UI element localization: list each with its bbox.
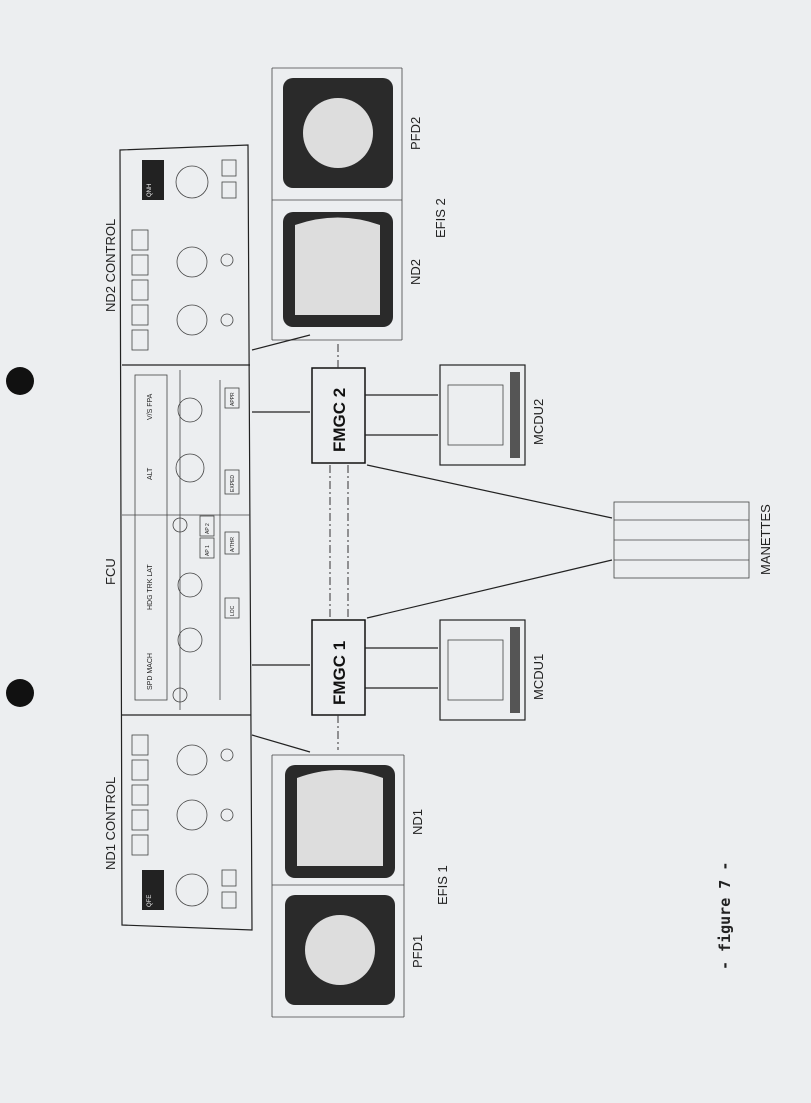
mcdu1: MCDU1	[439, 619, 546, 721]
spd-push-knob[interactable]	[172, 687, 188, 703]
nd1-baro-knob[interactable]	[175, 873, 209, 907]
nd2-range-knob[interactable]	[176, 304, 208, 336]
efis2-label: EFIS 2	[433, 198, 448, 238]
nd2-button[interactable]	[131, 329, 149, 351]
punch-hole	[6, 367, 34, 395]
nd1-mode-knob[interactable]	[176, 799, 208, 831]
alt-label: ALT	[147, 467, 154, 480]
nd1-button[interactable]	[131, 784, 149, 806]
loc-button[interactable]: LOC	[224, 597, 240, 619]
appr-label: APPR	[230, 392, 236, 406]
manettes: MANETTES	[613, 501, 773, 579]
nd2-baro-knob[interactable]	[175, 165, 209, 199]
nd2-adf-vor-switch[interactable]	[220, 253, 234, 267]
ap2-button[interactable]: AP 2	[199, 515, 215, 537]
nd1-adf-vor-switch[interactable]	[220, 748, 234, 762]
manettes-label: MANETTES	[758, 504, 773, 575]
exped-button[interactable]: EXPED	[224, 469, 240, 495]
nd2-baro-display: QNH	[142, 160, 164, 200]
exped-label: EXPED	[230, 475, 236, 492]
nd2-button[interactable]	[221, 159, 237, 177]
efis1: ND1 PFD1 EFIS 1	[271, 754, 450, 1018]
nd2-label: ND2	[408, 259, 423, 285]
hdg-knob[interactable]	[177, 627, 203, 653]
nd2-button[interactable]	[131, 279, 149, 301]
fmgc1-box: FMGC 1	[311, 619, 366, 716]
pfd1-label: PFD1	[410, 935, 425, 968]
fmgc2-box: FMGC 2	[311, 367, 366, 464]
nd1-baro-display: QFE	[142, 870, 164, 910]
nd1-adf-vor-switch[interactable]	[220, 808, 234, 822]
mcdu2-label: MCDU2	[531, 399, 546, 445]
athr-button[interactable]: A/THR	[224, 531, 240, 555]
nd1-button[interactable]	[221, 869, 237, 887]
fcu-panel: SPD MACH HDG TRK LAT ALT V/S FPA LOC AP …	[119, 144, 253, 931]
nd2-button[interactable]	[131, 229, 149, 251]
vs-knob[interactable]	[177, 397, 203, 423]
nd1-button[interactable]	[131, 759, 149, 781]
nd1-button[interactable]	[131, 734, 149, 756]
alt-increment-knob[interactable]	[172, 517, 188, 533]
connections	[251, 334, 613, 753]
nd2-button[interactable]	[131, 254, 149, 276]
ap1-button[interactable]: AP 1	[199, 537, 215, 559]
athr-label: A/THR	[230, 537, 236, 552]
qnh-label: QNH	[147, 184, 153, 197]
nd1-label: ND1	[410, 809, 425, 835]
nd2-button[interactable]	[131, 304, 149, 326]
loc-label: LOC	[230, 605, 236, 616]
figure-caption: - figure 7 -	[716, 862, 734, 970]
nd1-button[interactable]	[131, 834, 149, 856]
mcdu2: MCDU2	[439, 364, 546, 466]
qfe-label: QFE	[147, 895, 153, 907]
punch-hole	[6, 679, 34, 707]
fmgc1-label: FMGC 1	[330, 641, 349, 705]
nd1-control-label: ND1 CONTROL	[103, 777, 118, 870]
nd1-button[interactable]	[221, 891, 237, 909]
mcdu1-label: MCDU1	[531, 654, 546, 700]
ap2-label: AP 2	[205, 523, 211, 534]
nd2-control-label: ND2 CONTROL	[103, 219, 118, 312]
fmgc2-label: FMGC 2	[330, 388, 349, 452]
fcu-label: FCU	[103, 558, 118, 585]
nd2-adf-vor-switch[interactable]	[220, 313, 234, 327]
nd2-mode-knob[interactable]	[176, 246, 208, 278]
nd1-range-knob[interactable]	[176, 744, 208, 776]
nd1-button[interactable]	[131, 809, 149, 831]
nd2-button[interactable]	[221, 181, 237, 199]
alt-knob[interactable]	[175, 453, 205, 483]
vs-label: V/S FPA	[147, 393, 154, 420]
hdg-trk-label: HDG TRK LAT	[147, 564, 154, 610]
spd-knob[interactable]	[177, 572, 203, 598]
spd-mach-label: SPD MACH	[147, 653, 154, 690]
efis2: PFD2 ND2 EFIS 2	[271, 67, 448, 341]
efis1-label: EFIS 1	[435, 865, 450, 905]
ap1-label: AP 1	[205, 545, 211, 556]
appr-button[interactable]: APPR	[224, 387, 240, 409]
pfd2-label: PFD2	[408, 117, 423, 150]
